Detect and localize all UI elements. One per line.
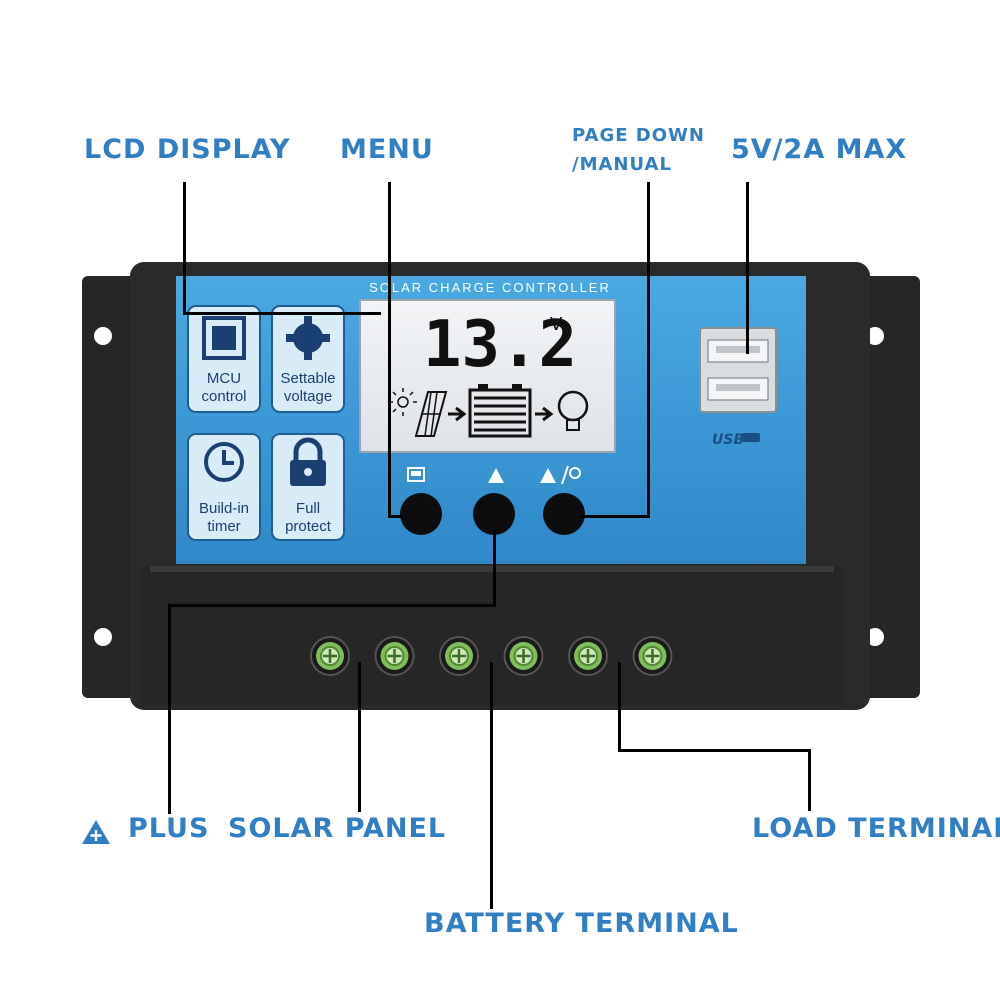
leader-line-solar — [358, 662, 361, 812]
lcd-voltage: 13.2 — [423, 308, 577, 382]
leader-line-usb — [746, 182, 749, 354]
callout-solar-panel: SOLAR PANEL — [228, 813, 447, 844]
menu-button[interactable] — [400, 493, 442, 535]
leader-line-menu — [388, 182, 391, 518]
feature-tile-mcu: MCU control — [187, 305, 261, 413]
feature-line2: protect — [285, 518, 332, 535]
plus-triangle-icon — [82, 820, 110, 844]
feature-line2: control — [201, 388, 246, 405]
lock-icon — [290, 437, 326, 486]
page-down-manual-button[interactable] — [543, 493, 585, 535]
usb-port[interactable] — [699, 327, 777, 413]
arrow-icon — [448, 406, 467, 422]
clock-icon — [204, 442, 244, 482]
chip-icon — [202, 316, 246, 360]
usb-label: USB — [712, 432, 744, 448]
callout-usb-max: 5V/2A MAX — [731, 134, 908, 165]
terminal-screw[interactable] — [568, 636, 608, 676]
callout-load-terminal: LOAD TERMINAL — [752, 813, 1000, 844]
mount-hole — [866, 628, 884, 646]
terminal-screw[interactable] — [503, 636, 544, 676]
leader-line-menu — [388, 515, 402, 518]
feature-tile-settable: Settable voltage — [271, 305, 345, 413]
feature-line1: Full — [296, 500, 320, 517]
terminal-screws — [310, 636, 673, 676]
leader-line-plus — [168, 604, 496, 607]
plus-button[interactable] — [473, 493, 515, 535]
leader-line-lcd — [183, 312, 381, 315]
mount-hole — [94, 327, 112, 345]
leader-line-load — [808, 749, 811, 811]
mount-hole — [94, 628, 112, 646]
callout-battery-terminal: BATTERY TERMINAL — [424, 908, 739, 939]
lcd-voltage-unit: V — [550, 314, 563, 335]
callout-plus: PLUS — [128, 813, 210, 844]
battery-icon — [468, 384, 532, 438]
callout-lcd-display: LCD DISPLAY — [84, 134, 291, 165]
feature-line1: Build-in — [199, 500, 249, 517]
feature-line2: timer — [207, 518, 240, 535]
callout-page-down-line2: /MANUAL — [572, 154, 672, 175]
callout-page-down-line1: PAGE DOWN — [572, 125, 705, 146]
bulb-icon — [557, 390, 589, 431]
gear-icon — [286, 316, 330, 360]
sun-icon — [389, 388, 417, 416]
leader-line-plus — [493, 530, 496, 607]
callout-page-down: PAGE DOWN /MANUAL — [572, 121, 705, 179]
solar-panel-icon — [414, 391, 448, 437]
leader-line-lcd — [183, 182, 186, 315]
device-title: SOLAR CHARGE CONTROLLER — [369, 280, 611, 295]
callout-menu: MENU — [340, 134, 434, 165]
leader-line-load — [618, 749, 811, 752]
leader-line-page-down — [647, 182, 650, 518]
leader-line-plus — [168, 604, 171, 814]
terminal-screw[interactable] — [374, 636, 415, 676]
feature-line1: Settable — [280, 370, 335, 387]
mount-hole — [866, 327, 884, 345]
menu-icon — [407, 467, 425, 482]
leader-line-battery — [490, 662, 493, 909]
feature-line1: MCU — [207, 370, 241, 387]
terminal-screw[interactable] — [632, 636, 673, 676]
feature-tile-timer: Build-in timer — [187, 433, 261, 541]
terminal-screw[interactable] — [310, 636, 350, 676]
feature-line2: voltage — [284, 388, 332, 405]
feature-tile-protect: Full protect — [271, 433, 345, 541]
leader-line-page-down — [580, 515, 650, 518]
plus-triangle-icon — [488, 468, 504, 483]
terminal-screw[interactable] — [439, 636, 479, 676]
page-down-manual-icon — [540, 465, 581, 485]
arrow-icon — [535, 406, 554, 422]
leader-line-load — [618, 662, 621, 752]
lcd-screen — [359, 299, 616, 453]
usb-plug-icon — [742, 433, 760, 442]
